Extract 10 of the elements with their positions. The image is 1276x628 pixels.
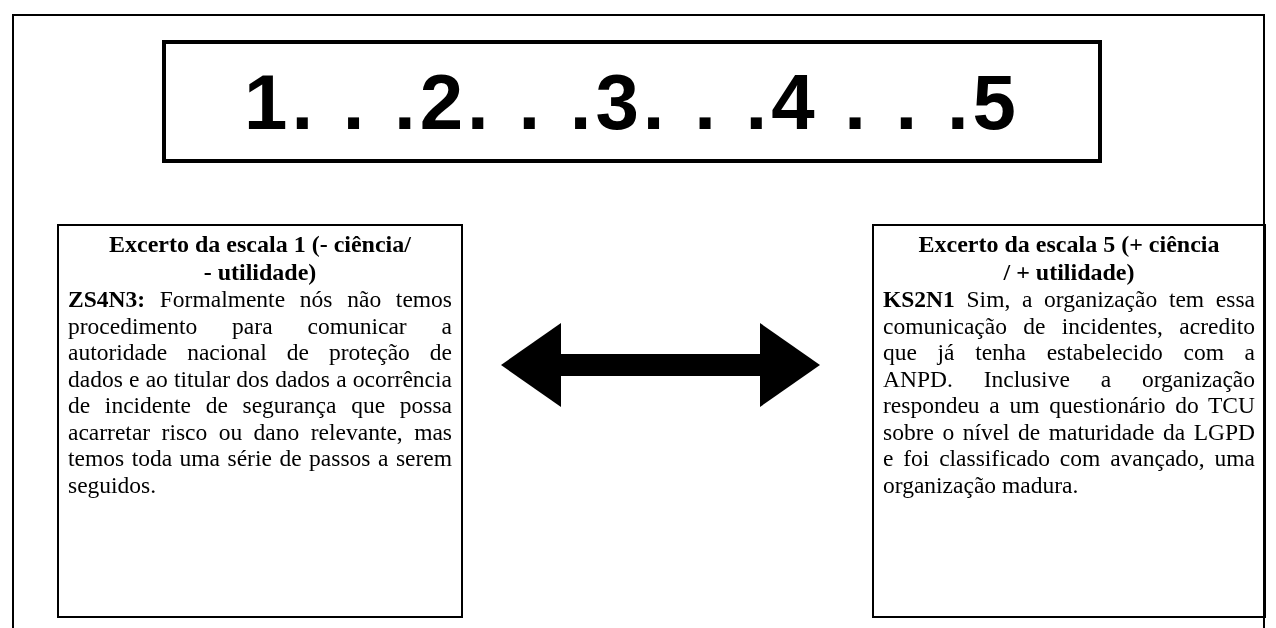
scale-box <box>162 40 1102 163</box>
double-arrow <box>501 323 820 407</box>
frame-border <box>12 14 1265 628</box>
excerpt-box <box>57 224 463 618</box>
excerpt-heading: Excerto da escala 5 (+ ciência / + utilidade) <box>917 230 1221 286</box>
excerpt-box <box>872 224 1266 618</box>
excerpt-heading: Excerto da escala 1 (- ciência/ - utilidade) <box>108 230 412 286</box>
excerpt-quote: ZS4N3: Formalmente nós não temos procedimento para comunicar a autoridade nacional de proteção de dados e ao titular dos dados a ocorrência de incidente de segurança que possa acarretar risco ou dano relevante, mas temos toda uma série de passos a serem seguidos. <box>68 286 452 498</box>
scale-numbers: 1. . .2. . .3. . .4 . . .5 <box>244 62 1020 141</box>
excerpt-quote: KS2N1 Sim, a organização tem essa comunicação de incidentes, acredito que já tenha estabelecido com a ANPD. Inclusive a organização respondeu a um questionário do TCU sobre o nível de maturidade da LGPD e foi classificado com avançado, uma organização madura. <box>883 286 1255 498</box>
